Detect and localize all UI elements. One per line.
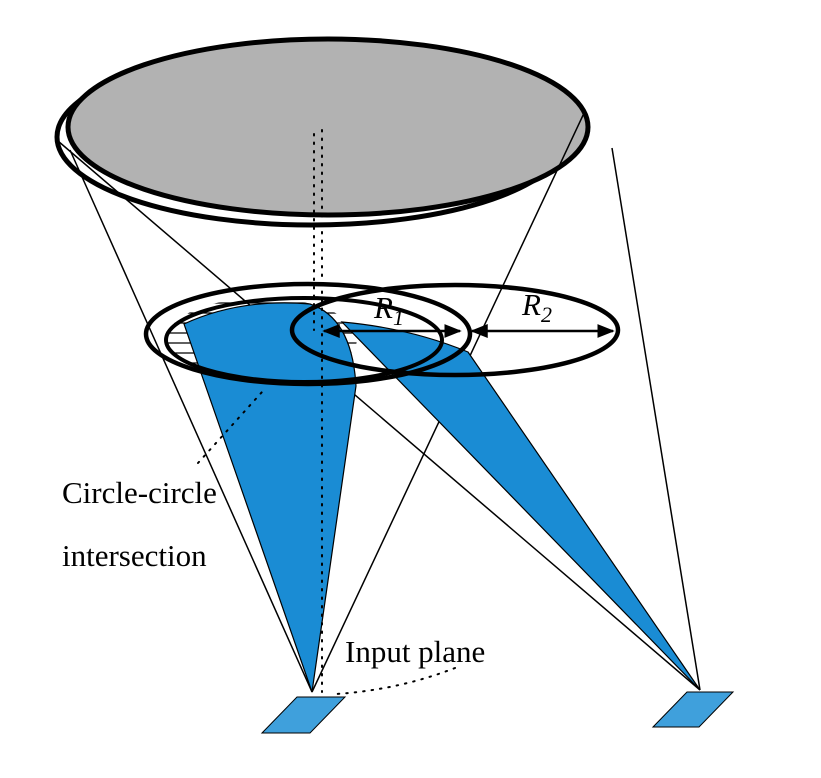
circle-intersection-label-line2: intersection bbox=[62, 538, 207, 573]
mid-circle-left-outer bbox=[143, 281, 473, 387]
left-cone-edge-left bbox=[69, 149, 313, 693]
right-cone-edge-right bbox=[611, 147, 701, 691]
circle-intersection-label-line1: Circle-circle bbox=[62, 475, 217, 510]
input-plane-patch-left bbox=[260, 696, 347, 734]
left-blue-cone bbox=[183, 302, 357, 693]
input-plane-label: Input plane bbox=[345, 634, 485, 669]
r1-label: R1 bbox=[373, 290, 404, 330]
mid-circle-left-inner bbox=[164, 296, 444, 384]
input-plane-patch-right bbox=[651, 691, 735, 728]
top-ellipse-main bbox=[65, 36, 591, 218]
input-plane-pointer-dotted bbox=[335, 667, 456, 695]
right-cone-edge-left bbox=[57, 140, 701, 691]
mid-circle-right bbox=[289, 282, 621, 378]
r2-label: R2 bbox=[521, 287, 552, 327]
